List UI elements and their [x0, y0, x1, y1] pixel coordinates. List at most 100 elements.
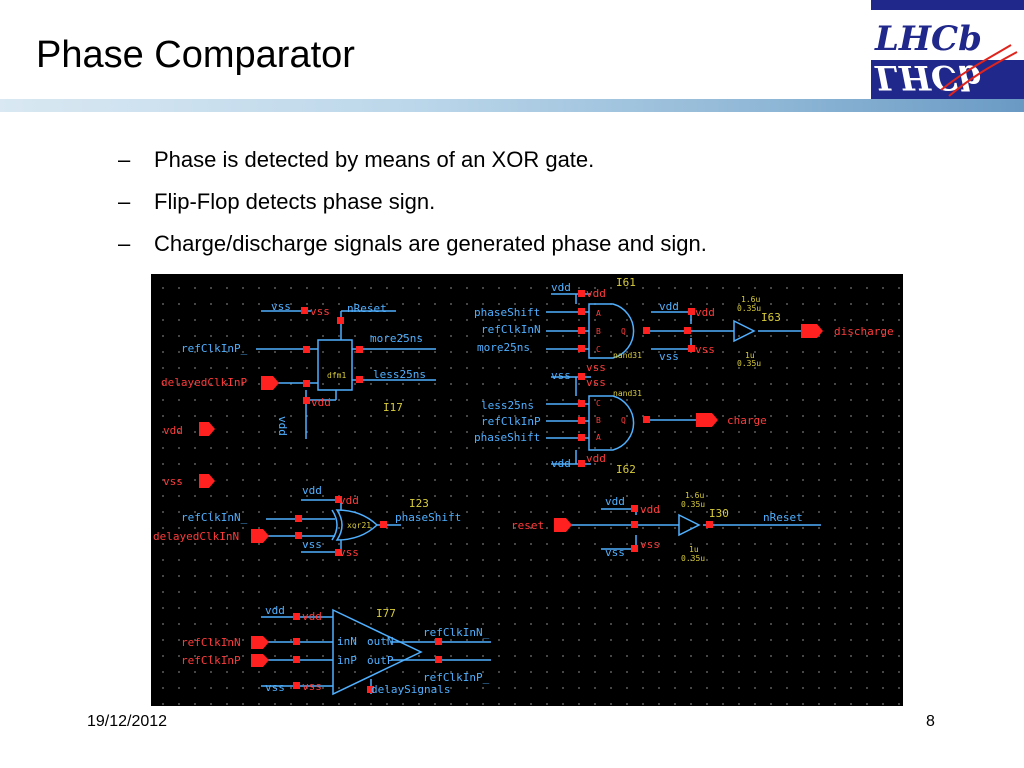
dff-body [317, 339, 353, 391]
pin-label-vdd-red: vdd [586, 452, 606, 465]
nand-top-body [588, 303, 635, 359]
cell-tag-nand: nand31 [613, 389, 642, 398]
pin-label-vss-red: vss [695, 343, 715, 356]
pin-label-vdd-rotated: vdd [276, 416, 289, 436]
title-underline-bar [0, 99, 1024, 112]
pin-label-vss-red: vss [339, 546, 359, 559]
size-label: 0.35u [737, 304, 762, 313]
gate-pin-a: A [596, 433, 601, 442]
gate-pin-q: Q [621, 416, 626, 425]
pin-label-refclkinn-port: refClkInN [181, 636, 241, 649]
instance-label-i30: I30 [709, 507, 729, 520]
schematic-diagram: vss nReset refClkInP_ more25ns less25ns … [151, 274, 903, 706]
slide-title: Phase Comparator [36, 34, 355, 76]
pin-label-nreset: nReset [347, 302, 387, 315]
pin-label-vdd-red: vdd [640, 503, 660, 516]
gate-pin-outp: outP [367, 654, 394, 667]
pin-label-reset: reset [511, 519, 545, 532]
pin-label-vss-red: vss [302, 680, 322, 693]
pin-label-more25ns: more25ns [370, 332, 423, 345]
pin-label-vdd-red: vdd [302, 610, 322, 623]
pin-label-less25ns: less25ns [373, 368, 426, 381]
bullet-text: Phase is detected by means of an XOR gat… [154, 147, 595, 172]
schematic-wires [199, 290, 823, 696]
instance-label-i61: I61 [616, 276, 636, 289]
pin-label-vss-red: vss [586, 376, 606, 389]
nand-bot-body [588, 395, 635, 451]
pin-label-delayedclkinn: delayedClkInN [153, 530, 240, 543]
pin-label-nreset-out: nReset [763, 511, 803, 524]
size-label: 0.35u [681, 500, 706, 509]
size-label: 1.6u [741, 295, 761, 304]
instance-label-i17: I17 [383, 401, 403, 414]
pin-label-refclkinn: refClkInN [481, 323, 541, 336]
bullet-text: Flip-Flop detects phase sign. [154, 189, 436, 214]
pin-label-vss: vss [265, 681, 285, 694]
inverter-i63-body [733, 319, 756, 343]
gate-pin-innn: inN [337, 635, 357, 648]
size-label: 1u [689, 545, 699, 554]
bullet-marker: – [118, 231, 131, 256]
gate-pin-c: C [596, 399, 601, 408]
pin-label-vss: vss [659, 350, 679, 363]
pin-label-phaseshift: phaseShift [474, 306, 541, 319]
pin-label-vdd-red: vdd [695, 306, 715, 319]
size-label: 0.35u [737, 359, 762, 368]
pin-label-charge: charge [727, 414, 767, 427]
pin-label-vdd-port: vdd [163, 424, 183, 437]
bullet-item: –Phase is detected by means of an XOR ga… [118, 143, 707, 185]
bullet-item: –Charge/discharge signals are generated … [118, 227, 707, 269]
lhcb-logo: LHCb LHCb [871, 0, 1024, 101]
pin-label-more25ns-nand: more25ns [477, 341, 530, 354]
pin-label-refclkinn-xor: refClkInN_ [181, 511, 248, 524]
instance-label-i63: I63 [761, 311, 781, 324]
pin-label-vss-red: vss [640, 538, 660, 551]
pin-label-vss-red: vss [310, 305, 330, 318]
pin-label-vdd: vdd [551, 457, 571, 470]
pin-label-vdd: vdd [659, 300, 679, 313]
pin-label-vdd: vdd [605, 495, 625, 508]
pin-label-vss: vss [605, 546, 625, 559]
pin-label-vss: vss [302, 538, 322, 551]
size-label: 0.35u [681, 554, 706, 563]
pin-label-vss: vss [551, 369, 571, 382]
size-label: 1u [745, 351, 755, 360]
page-number: 8 [926, 713, 935, 730]
xor-body [335, 509, 379, 541]
cell-tag-xor: xor21 [347, 521, 372, 530]
gate-pin-b: B [596, 327, 601, 336]
bullet-marker: – [118, 147, 131, 172]
pin-label-phaseshift-xor: phaseShift [395, 511, 462, 524]
gate-pin-inp: inP [337, 654, 357, 667]
cell-tag-dff: dfm1 [327, 371, 347, 380]
instance-label-i23: I23 [409, 497, 429, 510]
svg-text:LHCb: LHCb [874, 19, 982, 59]
instance-label-i62: I62 [616, 463, 636, 476]
cell-tag-nand: nand31 [613, 351, 642, 360]
gate-pin-outn: outN [367, 635, 394, 648]
pin-label-vdd-red: vdd [311, 396, 331, 409]
pin-label-less25ns-nand: less25ns [481, 399, 534, 412]
bullet-list: –Phase is detected by means of an XOR ga… [118, 143, 707, 269]
svg-text:LHCb: LHCb [874, 57, 982, 97]
pin-label-vdd: vdd [551, 281, 571, 294]
pin-label-vdd-red: vdd [586, 287, 606, 300]
pin-label-refclkinn-out: refClkInN_ [423, 626, 490, 639]
pin-label-refclkinp-out: refClkInP_ [423, 671, 490, 684]
pin-label-delaysignals: delaySignals [371, 683, 451, 696]
pin-label-refclkinp: refClkInP_ [181, 342, 248, 355]
pin-label-discharge: discharge [834, 325, 894, 338]
pin-label-phaseshift: phaseShift [474, 431, 541, 444]
inverter-i30-body [678, 513, 701, 537]
pin-label-vss-port: vss [163, 475, 183, 488]
size-label: 1.6u [685, 491, 705, 500]
pin-label-vss-red: vss [586, 361, 606, 374]
gate-pin-q: Q [621, 327, 626, 336]
bullet-marker: – [118, 189, 131, 214]
pin-label-vdd-red: vdd [339, 494, 359, 507]
pin-label-refclkinp: refClkInP [481, 415, 541, 428]
instance-label-i77: I77 [376, 607, 396, 620]
pin-label-vdd: vdd [302, 484, 322, 497]
gate-pin-c: C [596, 345, 601, 354]
gate-pin-a: A [596, 309, 601, 318]
